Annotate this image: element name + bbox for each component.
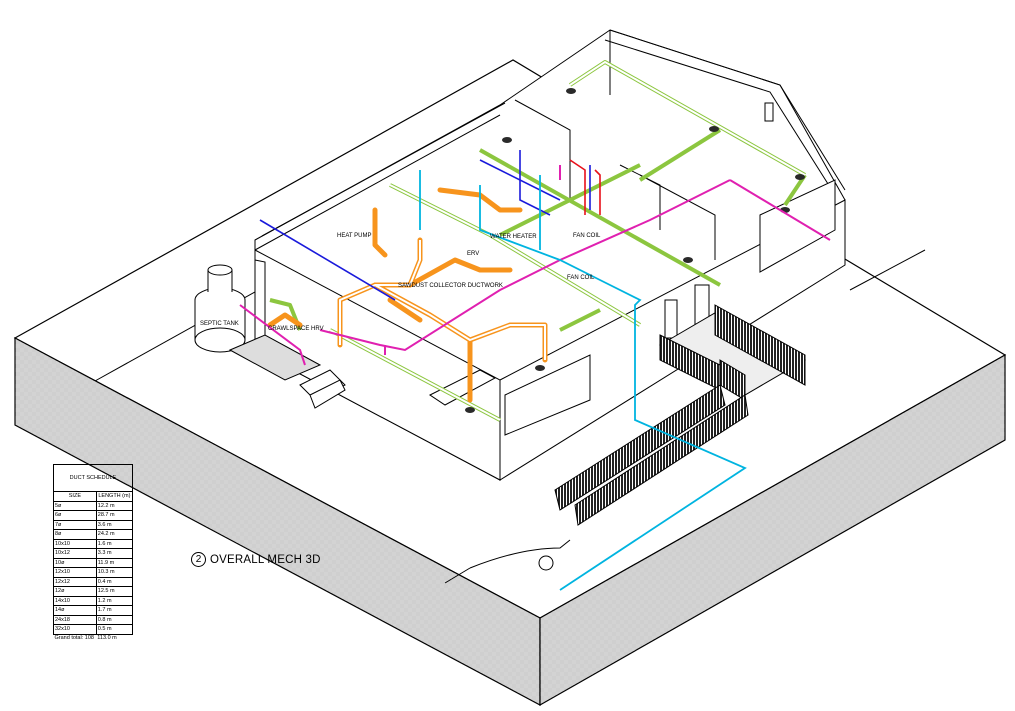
view-number-bubble: 2 <box>191 552 206 567</box>
duct-size-cell: 12x10 <box>53 567 97 578</box>
cleanout-icon <box>538 555 554 571</box>
duct-size-cell: 7ø <box>53 519 97 530</box>
hot-water-piping <box>569 159 601 215</box>
label-erv: ERV <box>467 251 479 257</box>
grand-total-label: Grand total: 108 <box>54 634 94 641</box>
duct-length-cell: 1.7 m <box>95 605 134 616</box>
label-fan-coil-1: FAN COIL <box>573 233 601 239</box>
label-fan-coil-2: FAN COIL <box>567 275 595 281</box>
duct-length-cell: 24.2 m <box>95 529 134 540</box>
duct-size-cell: 14ø <box>53 605 97 616</box>
label-heat-pump: HEAT PUMP <box>337 233 371 239</box>
deck-ramp <box>554 304 806 526</box>
duct-size-cell: 5ø <box>53 500 97 511</box>
window-right <box>759 179 836 273</box>
duct-length-cell: 0.5 m <box>95 624 134 635</box>
sawdust-ductwork-inner <box>339 240 546 360</box>
supply-ductwork-inner <box>329 60 806 421</box>
duct-size-cell: 8ø <box>53 529 97 540</box>
label-crawlspace-hrv: CRAWLSPACE HRV <box>268 326 324 332</box>
duct-length-cell: 10.3 m <box>95 567 134 578</box>
view-name: OVERALL MECH 3D <box>210 553 321 566</box>
drain-line <box>419 170 747 591</box>
duct-length-cell: 28.7 m <box>95 510 134 521</box>
view-title: 2 OVERALL MECH 3D <box>191 552 321 567</box>
site-edge-right <box>539 353 1006 707</box>
label-sawdust: SAWDUST COLLECTOR DUCTWORK <box>398 283 503 289</box>
ramp-rail-2 <box>574 394 749 526</box>
duct-length-cell: 12.2 m <box>95 500 134 511</box>
duct-size-cell: 12ø <box>53 586 97 597</box>
duct-length-cell: 0.8 m <box>95 614 134 625</box>
column-header-size: SIZE <box>53 491 97 502</box>
column-header-length: LENGTH (m) <box>95 491 134 502</box>
label-water-heater: WATER HEATER <box>490 234 537 240</box>
duct-length-cell: 0.4 m <box>95 576 134 587</box>
railing-upper <box>714 304 806 386</box>
duct-size-cell: 12x12 <box>53 576 97 587</box>
duct-length-cell: 12.5 m <box>95 586 134 597</box>
duct-size-cell: 10x10 <box>53 538 97 549</box>
label-septic-tank: SEPTIC TANK <box>200 321 239 327</box>
diffusers <box>465 88 805 413</box>
duct-size-cell: 10ø <box>53 557 97 568</box>
duct-length-cell: 3.6 m <box>95 519 134 530</box>
duct-size-cell: 14x10 <box>53 595 97 606</box>
duct-length-cell: 1.6 m <box>95 538 134 549</box>
exhaust-piping <box>239 165 831 366</box>
duct-size-cell: 32x10 <box>53 624 97 635</box>
duct-size-cell: 24x18 <box>53 614 97 625</box>
duct-schedule-title: DUCT SCHEDULE <box>53 464 133 492</box>
duct-length-cell: 3.3 m <box>95 548 134 559</box>
window-front <box>504 354 591 436</box>
entry-stairs <box>228 334 346 409</box>
ramp-rail-1 <box>554 384 726 511</box>
grand-total-value: 113.0 m <box>97 634 117 641</box>
duct-size-cell: 10x12 <box>53 548 97 559</box>
door-1 <box>664 299 678 339</box>
duct-length-cell: 1.2 m <box>95 595 134 606</box>
duct-size-cell: 6ø <box>53 510 97 521</box>
duct-length-cell: 11.9 m <box>95 557 134 568</box>
gable-vent <box>764 102 774 122</box>
septic-tank <box>194 264 246 353</box>
equipment-labels: HEAT PUMP WATER HEATER FAN COIL FAN COIL… <box>200 233 601 332</box>
